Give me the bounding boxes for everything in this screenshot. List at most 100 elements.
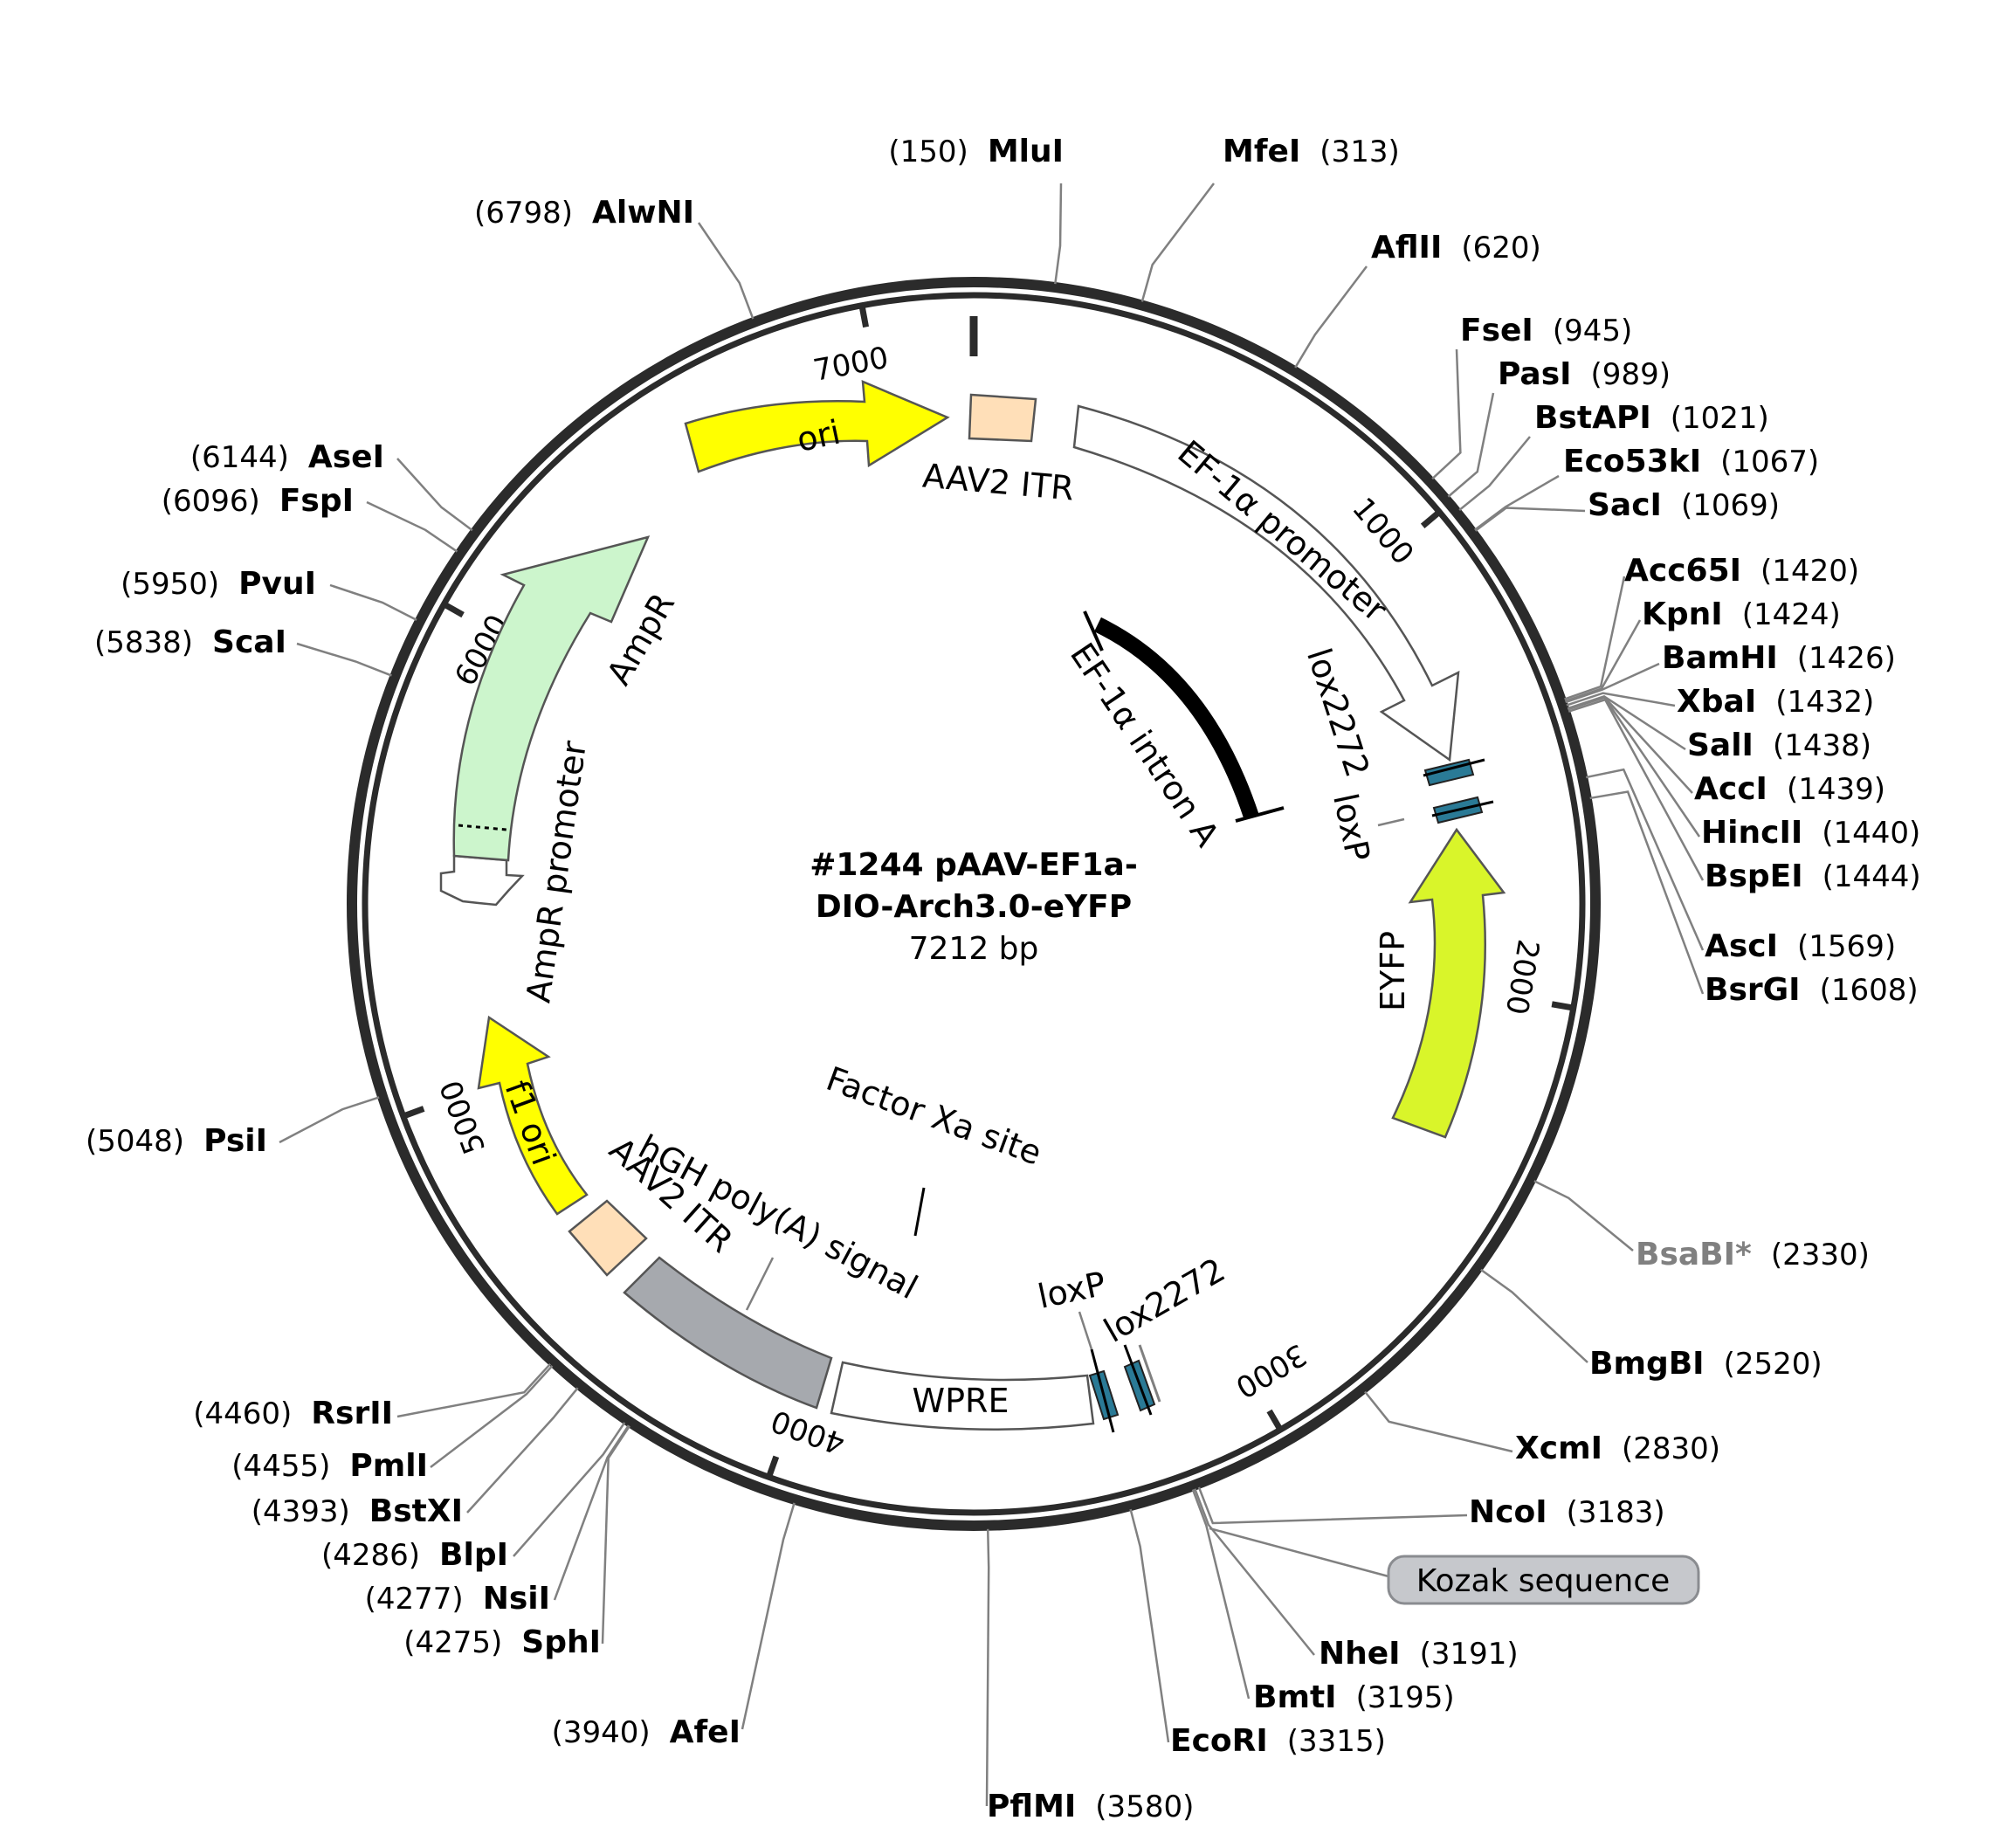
site-bstxi[interactable]: BstXI(4393) [252,1493,463,1529]
site-leader-bmgbi [1480,1268,1588,1363]
site-pos-scai: (5838) [94,625,193,660]
site-kpni[interactable]: KpnI(1424) [1642,596,1841,632]
site-name-pvui: PvuI [238,566,316,602]
feature-ef1a-intron[interactable] [1094,617,1259,819]
site-blpi[interactable]: BlpI(4286) [321,1537,508,1573]
feature-f1-ori-label: f1 ori [498,1075,563,1169]
site-pflmi[interactable]: PflMI(3580) [987,1789,1194,1824]
site-afei[interactable]: AfeI(3940) [552,1714,741,1750]
feature-aav2-itr-1-label: AAV2 ITR [921,457,1076,508]
feature-ampr[interactable] [452,535,651,862]
site-bmti[interactable]: BmtI(3195) [1253,1679,1455,1715]
site-mlui[interactable]: MluI(150) [888,134,1064,169]
site-bsabi[interactable]: BsaBI*(2330) [1636,1237,1870,1272]
feature-eyfp[interactable] [1391,827,1506,1139]
site-saci[interactable]: SacI(1069) [1588,487,1780,523]
feature-ori[interactable] [684,380,950,473]
feature-loxp-1-mark [1431,800,1494,817]
site-leader-fsei [1431,348,1462,480]
site-leader-bmti [1191,1489,1251,1700]
site-rsrii[interactable]: RsrII(4460) [193,1396,393,1431]
site-name-alwni: AlwNI [592,195,694,231]
site-hincii[interactable]: HincII(1440) [1701,815,1920,851]
feature-ori-label: ori [794,413,844,459]
site-leader-xbai [1566,692,1676,707]
feature-wpre-label: WPRE [913,1382,1009,1420]
site-pasi[interactable]: PasI(989) [1498,356,1671,392]
site-mfei[interactable]: MfeI(313) [1223,134,1400,169]
site-leader-sphi [601,1425,630,1645]
site-name-ncoi: NcoI [1469,1494,1547,1530]
site-name-aflii: AflII [1371,230,1442,265]
site-scai[interactable]: ScaI(5838) [94,624,286,660]
site-eco53ki[interactable]: Eco53kI(1067) [1563,444,1819,479]
site-nsii[interactable]: NsiI(4277) [365,1581,550,1617]
site-sphi[interactable]: SphI(4275) [403,1624,601,1660]
site-pos-bmti: (3195) [1356,1680,1455,1715]
backbone-inner-ring [362,292,1586,1516]
site-leader-pflmi [985,1528,990,1807]
site-pos-pflmi: (3580) [1095,1789,1194,1824]
site-bamhi[interactable]: BamHI(1426) [1662,640,1896,676]
tick-label-2000: 2000 [1499,937,1546,1017]
site-name-xcmi: XcmI [1515,1431,1602,1466]
tick-1000 [1420,511,1440,528]
site-name-fsei: FseI [1460,313,1533,348]
site-bstapi[interactable]: BstAPI(1021) [1534,400,1769,436]
site-nhei[interactable]: NheI(3191) [1319,1636,1519,1672]
site-sali[interactable]: SalI(1438) [1687,727,1871,763]
site-name-fspi: FspI [279,483,354,519]
site-fspi[interactable]: FspI (6096) [162,483,354,519]
feature-aav2-itr-1[interactable] [968,393,1037,443]
site-aflii[interactable]: AflII(620) [1371,230,1541,265]
site-pmli[interactable]: PmlI(4455) [231,1448,428,1484]
site-ecori[interactable]: EcoRI(3315) [1170,1723,1386,1759]
site-pos-ncoi: (3183) [1567,1495,1665,1530]
site-leader-eco53ki [1474,474,1560,531]
site-pos-fsei: (945) [1553,314,1632,348]
site-pos-acc65i: (1420) [1760,554,1859,589]
site-pos-asci: (1569) [1797,929,1896,964]
plasmid-size: 7212 bp [909,931,1039,967]
site-bsrgi[interactable]: BsrGI(1608) [1705,972,1919,1008]
site-pos-bstxi: (4393) [252,1494,350,1529]
site-name-bsabi: BsaBI* [1636,1237,1752,1272]
kozak-leader [1209,1527,1389,1578]
tick-label-7000: 7000 [810,341,891,389]
site-pos-fspi: (6096) [162,484,260,519]
site-alwni[interactable]: AlwNI(6798) [474,195,694,231]
site-acci[interactable]: AccI(1439) [1694,771,1885,807]
feature-loxp-2-leader [1078,1311,1093,1350]
feature-ampr-promoter[interactable] [439,854,525,907]
site-pos-asei: (6144) [190,440,289,475]
feature-loxp-2-mark [1090,1348,1115,1433]
site-leader-fspi [366,500,458,553]
site-fsei[interactable]: FseI (945) [1460,313,1632,348]
site-psii[interactable]: PsiI(5048) [86,1123,267,1159]
site-acc65i[interactable]: Acc65I(1420) [1624,553,1859,589]
site-bspei[interactable]: BspEI(1444) [1705,858,1921,894]
site-xbai[interactable]: XbaI(1432) [1677,684,1874,720]
site-xcmi[interactable]: XcmI (2830) [1515,1431,1720,1466]
feature-f1-ori[interactable] [477,1015,589,1216]
site-name-xbai: XbaI [1677,684,1756,720]
site-pvui[interactable]: PvuI(5950) [121,566,316,602]
site-ncoi[interactable]: NcoI (3183) [1469,1494,1665,1530]
site-leader-mlui [1054,183,1063,285]
feature-hgh-polya[interactable] [623,1256,833,1410]
site-pos-xcmi: (2830) [1622,1431,1720,1466]
site-asci[interactable]: AscI(1569) [1705,928,1896,964]
feature-wpre[interactable] [830,1361,1095,1431]
site-name-bamhi: BamHI [1662,640,1778,676]
site-leader-bamhi [1565,662,1660,704]
kozak-pill[interactable]: Kozak sequence [1209,1527,1700,1605]
site-leader-acc65i [1564,576,1626,700]
feature-aav2-itr-2[interactable] [568,1199,648,1277]
site-asei[interactable]: AseI(6144) [190,439,384,475]
feature-ef1a-promoter[interactable] [1072,404,1460,762]
site-pos-rsrii: (4460) [193,1396,292,1431]
plasmid-title-line1: #1244 pAAV-EF1a- [810,847,1138,883]
tick-2000 [1551,1001,1572,1010]
site-bmgbi[interactable]: BmgBI(2520) [1589,1346,1823,1382]
